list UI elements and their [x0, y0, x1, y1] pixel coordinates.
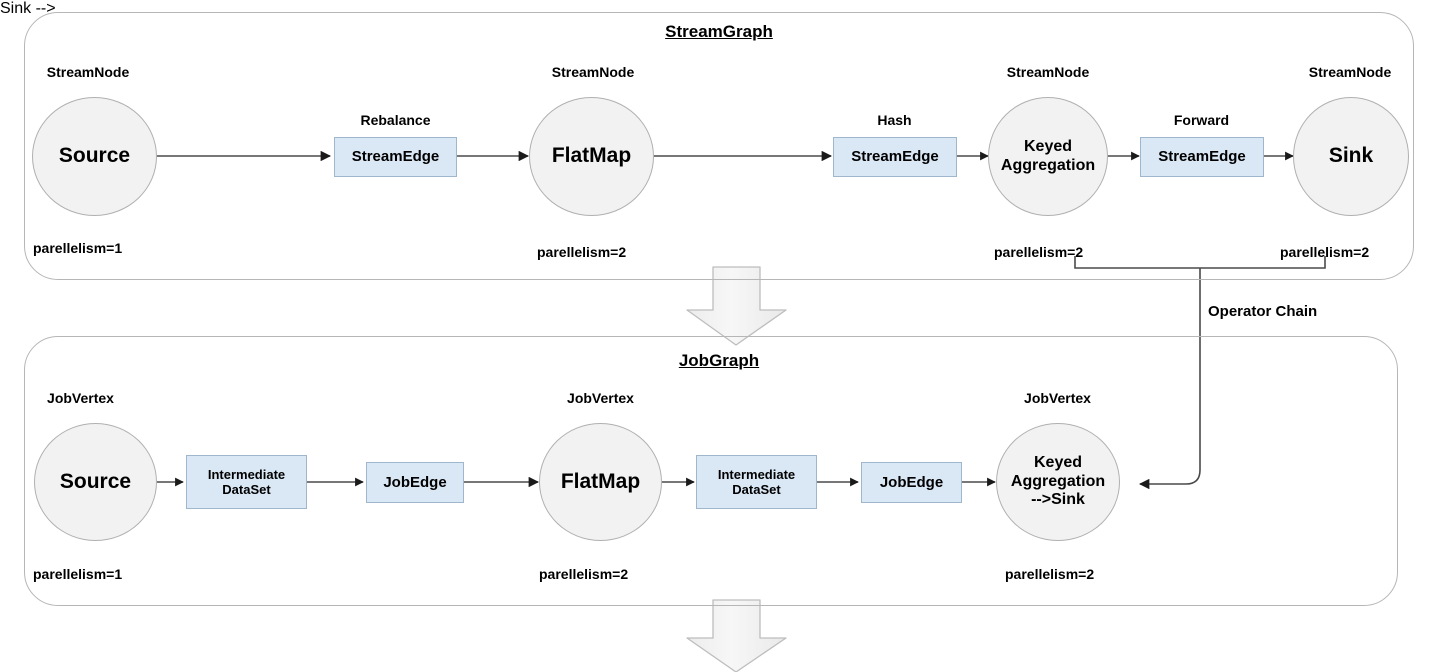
keyed-line-1: Keyed — [1023, 138, 1073, 156]
jg-parallelism-label-keyed: parellelism=2 — [1005, 566, 1095, 582]
streamnode-sink-label: Sink — [1328, 144, 1374, 168]
intermediate-dataset-1[interactable]: Intermediate DataSet — [186, 455, 307, 509]
jobgraph-title: JobGraph — [678, 351, 760, 370]
ids2-line-2: DataSet — [732, 482, 781, 497]
jobvertex-flatmap[interactable]: FlatMap — [539, 423, 662, 541]
jg-keyed-line-1: Keyed — [1033, 454, 1083, 472]
keyed-line-2: Aggregation — [1000, 156, 1096, 174]
jobvertex-caption-keyed: JobVertex — [1024, 390, 1091, 406]
streamedge-hash[interactable]: StreamEdge — [833, 137, 957, 177]
ids2-line-1: Intermediate — [717, 466, 796, 482]
intermediate-dataset-2[interactable]: Intermediate DataSet — [696, 455, 817, 509]
jobvertex-flatmap-label: FlatMap — [560, 469, 641, 493]
streamnode-caption-source: StreamNode — [46, 64, 130, 80]
jobvertex-caption-source: JobVertex — [47, 390, 114, 406]
streamedge-hash-label: StreamEdge — [851, 148, 939, 166]
jobvertex-keyed-aggregation-sink[interactable]: Keyed Aggregation -->Sink — [996, 423, 1120, 541]
operator-chain-label: Operator Chain — [1208, 303, 1318, 320]
jg-keyed-line-3: -->Sink — [1031, 491, 1085, 509]
streamnode-sink[interactable]: Sink — [1293, 97, 1409, 216]
parallelism-label-flatmap: parellelism=2 — [537, 244, 627, 260]
streamnode-flatmap[interactable]: FlatMap — [529, 97, 654, 216]
streamgraph-title: StreamGraph — [665, 22, 773, 41]
jg-keyed-line-2: Aggregation — [1010, 472, 1106, 490]
jobedge-1[interactable]: JobEdge — [366, 462, 464, 503]
streamnode-source-label: Source — [58, 144, 131, 168]
jobedge-1-label: JobEdge — [383, 473, 447, 491]
streamedge-caption-rebalance: Rebalance — [360, 112, 431, 128]
streamnode-source[interactable]: Source — [32, 97, 157, 216]
jobgraph-panel — [24, 336, 1398, 606]
jobedge-2[interactable]: JobEdge — [861, 462, 962, 503]
jobvertex-source-label: Source — [59, 469, 132, 493]
parallelism-label-keyed: parellelism=2 — [994, 244, 1084, 260]
jg-parallelism-label-source: parellelism=1 — [33, 566, 123, 582]
streamgraph-panel — [24, 12, 1414, 280]
streamnode-caption-sink: StreamNode — [1308, 64, 1392, 80]
jobvertex-keyed-aggregation-sink-label: Keyed Aggregation -->Sink — [1011, 454, 1105, 509]
jg-parallelism-label-flatmap: parellelism=2 — [539, 566, 629, 582]
streamnode-caption-flatmap: StreamNode — [551, 64, 635, 80]
intermediate-dataset-2-label: Intermediate DataSet — [718, 467, 795, 498]
ids1-line-2: DataSet — [222, 482, 271, 497]
parallelism-label-source: parellelism=1 — [33, 240, 123, 256]
streamedge-forward[interactable]: StreamEdge — [1140, 137, 1264, 177]
streamnode-flatmap-label: FlatMap — [551, 144, 632, 168]
jobvertex-caption-flatmap: JobVertex — [567, 390, 634, 406]
streamedge-rebalance[interactable]: StreamEdge — [334, 137, 457, 177]
parallelism-label-sink: parellelism=2 — [1280, 244, 1370, 260]
streamnode-caption-keyed: StreamNode — [1006, 64, 1090, 80]
streamedge-caption-hash: Hash — [877, 112, 912, 128]
streamedge-caption-forward: Forward — [1173, 112, 1230, 128]
ids1-line-1: Intermediate — [207, 466, 286, 482]
streamnode-keyed-aggregation-label: Keyed Aggregation — [1001, 138, 1095, 175]
streamnode-keyed-aggregation[interactable]: Keyed Aggregation — [988, 97, 1108, 216]
intermediate-dataset-1-label: Intermediate DataSet — [208, 467, 285, 498]
streamedge-rebalance-label: StreamEdge — [351, 148, 440, 166]
jobvertex-source[interactable]: Source — [34, 423, 157, 541]
streamedge-forward-label: StreamEdge — [1158, 148, 1246, 166]
jobedge-2-label: JobEdge — [879, 473, 944, 491]
